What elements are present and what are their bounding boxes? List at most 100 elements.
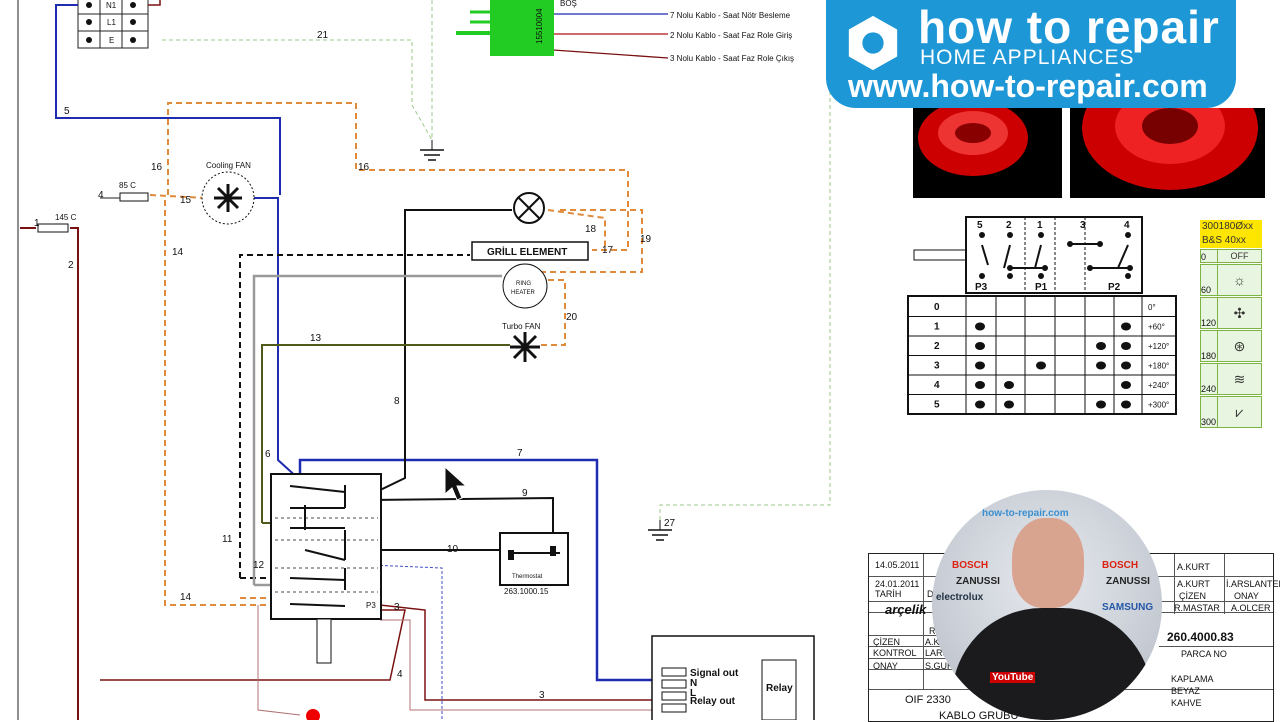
cooling-fan: Cooling FAN xyxy=(201,161,255,225)
legend-row: 240 ≋ xyxy=(1200,363,1262,395)
legend-head-2: B&S 40xx xyxy=(1200,234,1262,248)
table-contact-dot xyxy=(975,342,985,350)
presenter-shirt xyxy=(952,608,1152,720)
table-row-angle: +240° xyxy=(1148,381,1169,390)
table-contact-dot xyxy=(1096,342,1106,350)
svg-text:12: 12 xyxy=(253,560,265,571)
svg-text:10: 10 xyxy=(447,544,459,555)
svg-text:7: 7 xyxy=(517,448,523,459)
earth-symbol-top xyxy=(420,140,444,161)
note-3: 3 Nolu Kablo - Saat Faz Role Çıkış xyxy=(670,54,794,63)
note-2: 2 Nolu Kablo - Saat Faz Role Giriş xyxy=(670,31,792,40)
table-contact-dot xyxy=(1004,381,1014,389)
switch-header-1: 1 xyxy=(1037,220,1043,231)
svg-text:P3: P3 xyxy=(366,601,376,610)
table-row-position: 0 xyxy=(934,302,940,313)
program-legend: 300180Øxx B&S 40xx 0 OFF 60☼120✣180⊛240≋… xyxy=(1200,220,1262,428)
svg-text:17: 17 xyxy=(602,245,614,256)
legend-row-number: 300 xyxy=(1201,397,1218,427)
svg-text:Thermostat: Thermostat xyxy=(512,574,543,580)
lamp-icon: ☼ xyxy=(1233,272,1246,288)
switch-header-3: 3 xyxy=(1080,220,1086,231)
grill-element-label: GRİLL ELEMENT xyxy=(487,245,567,258)
presenter-face xyxy=(1012,518,1084,608)
cooling-fan-label: Cooling FAN xyxy=(206,161,251,170)
legend-row: 300 ⩗ xyxy=(1200,396,1262,428)
oven-lamp xyxy=(513,192,545,224)
table-row-position: 2 xyxy=(934,341,940,352)
svg-text:RING: RING xyxy=(516,281,531,287)
brand-url: www.how-to-repair.com xyxy=(848,68,1208,104)
legend-row: 180⊛ xyxy=(1200,330,1262,362)
legend-row-off: 0 OFF xyxy=(1200,249,1262,263)
legend-row: 60☼ xyxy=(1200,264,1262,296)
svg-text:21: 21 xyxy=(317,30,329,41)
grill-element: GRİLL ELEMENT xyxy=(471,241,589,261)
svg-text:14: 14 xyxy=(172,247,184,258)
svg-text:1: 1 xyxy=(34,218,40,229)
fuse-145c: 145 C xyxy=(37,213,77,233)
legend-row-number: 240 xyxy=(1201,364,1218,394)
svg-text:9: 9 xyxy=(522,488,528,499)
svg-text:20: 20 xyxy=(566,312,578,323)
table-row-position: 5 xyxy=(934,400,940,411)
svg-text:N: N xyxy=(690,678,697,689)
fuse-85c: 85 C xyxy=(119,181,149,202)
table-contact-dot xyxy=(1121,322,1131,331)
turbo-fan-label: Turbo FAN xyxy=(502,322,541,331)
svg-text:Signal out: Signal out xyxy=(690,668,739,679)
svg-text:16: 16 xyxy=(151,162,163,173)
terminal-e: E xyxy=(109,36,114,45)
note-7: 7 Nolu Kablo - Saat Nötr Besleme xyxy=(670,11,791,20)
relay-module: Signal out N L Relay out Relay xyxy=(651,635,815,720)
svg-text:8: 8 xyxy=(394,396,400,407)
switch-header-4: 4 xyxy=(1124,220,1130,231)
table-contact-dot xyxy=(1121,361,1131,370)
grill-fan-icon: ⩗ xyxy=(1235,403,1244,420)
table-contact-dot xyxy=(1096,400,1106,409)
part-photo-right xyxy=(1070,108,1265,198)
brand-line2: HOME APPLIANCES xyxy=(920,46,1135,69)
mouse-cursor-icon xyxy=(444,466,468,501)
ring-fan-icon: ⊛ xyxy=(1233,337,1246,354)
svg-text:4: 4 xyxy=(98,190,104,201)
table-row-angle: 0° xyxy=(1148,303,1156,312)
svg-text:6: 6 xyxy=(265,449,271,460)
table-contact-dot xyxy=(975,361,985,370)
svg-text:145 C: 145 C xyxy=(55,213,77,222)
svg-text:Relay out: Relay out xyxy=(690,696,736,707)
terminal-l1: L1 xyxy=(107,18,116,27)
svg-text:11: 11 xyxy=(222,534,233,545)
table-contact-dot xyxy=(975,400,985,409)
legend-row-number: 120 xyxy=(1201,298,1218,328)
svg-text:L: L xyxy=(690,688,696,699)
table-contact-dot xyxy=(1121,381,1131,389)
brand-logo: how to repair HOME APPLIANCES www.how-to… xyxy=(826,0,1236,108)
table-contact-dot xyxy=(975,381,985,389)
green-connector: 15510004 xyxy=(456,0,554,56)
table-contact-dot xyxy=(1121,400,1131,409)
table-row-position: 3 xyxy=(934,361,940,372)
brand-line1: how to repair xyxy=(918,1,1220,53)
thermostat: Thermostat 263.1000.15 xyxy=(499,532,569,596)
table-contact-dot xyxy=(1036,361,1046,370)
table-contact-dot xyxy=(975,322,985,331)
table-row-angle: +300° xyxy=(1148,401,1169,410)
grill-icon: ≋ xyxy=(1233,370,1246,387)
svg-text:13: 13 xyxy=(310,333,322,344)
switch-contact-diagram: 5 2 1 3 4 P3 P1 P2 xyxy=(913,216,1143,294)
svg-text:HEATER: HEATER xyxy=(511,290,536,296)
svg-text:4: 4 xyxy=(397,669,403,680)
label-bos: BOŞ xyxy=(560,0,577,8)
svg-text:85 C: 85 C xyxy=(119,181,136,190)
legend-row: 120✣ xyxy=(1200,297,1262,329)
selector-switch: P3 xyxy=(270,473,382,664)
svg-text:P2: P2 xyxy=(1108,282,1121,293)
table-row-angle: +180° xyxy=(1148,362,1169,371)
wire-numbers: 21 5 16 16 4 15 1 14 2 18 17 19 13 20 8 … xyxy=(34,30,676,701)
svg-text:27: 27 xyxy=(664,518,676,529)
terminal-n1: N1 xyxy=(106,1,117,10)
table-contact-dot xyxy=(1096,361,1106,370)
switch-header-2: 2 xyxy=(1006,220,1012,231)
